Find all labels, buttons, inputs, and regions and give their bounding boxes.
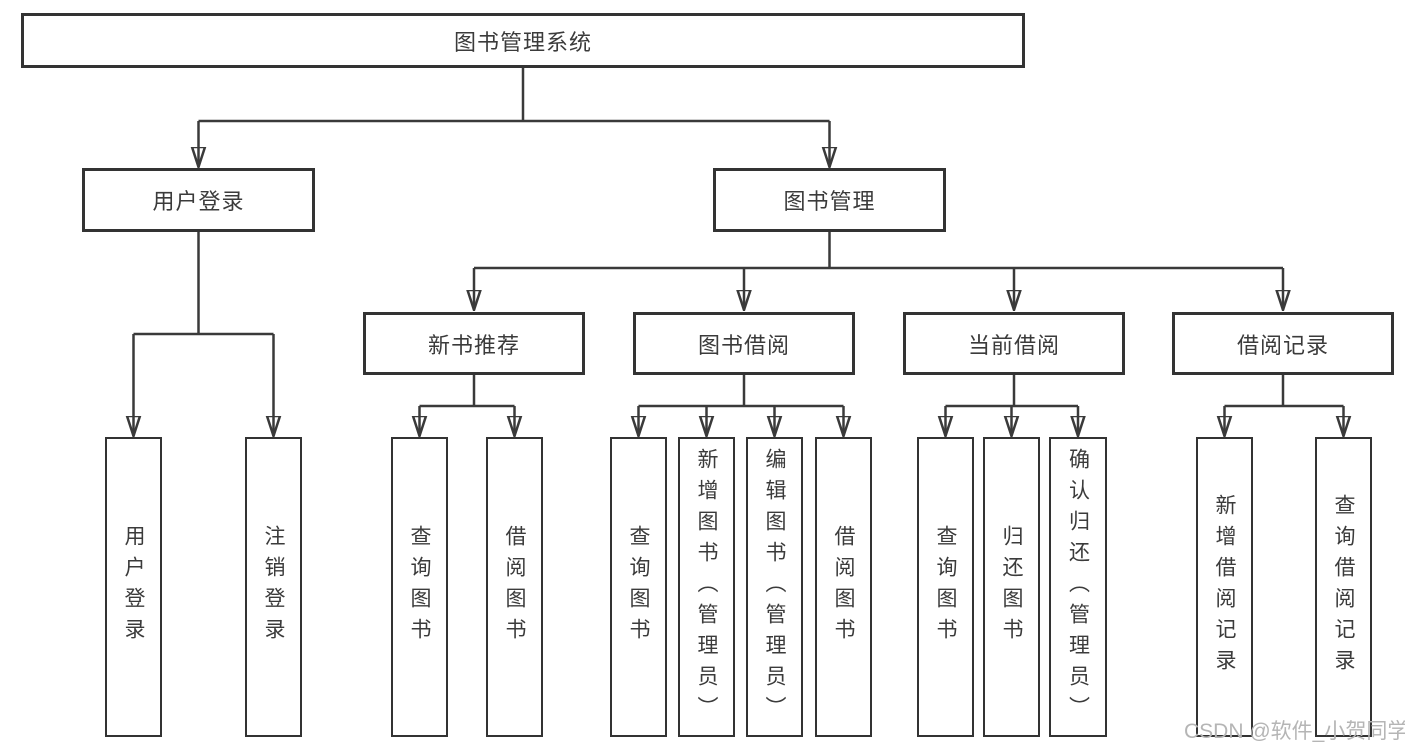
leaf-confirm-return-admin: 确认归还（管理员） — [1049, 437, 1107, 737]
leaf-user-login: 用户登录 — [105, 437, 162, 737]
node-label: 借阅记录 — [1236, 332, 1329, 358]
leaf-label: 编辑图书（管理员） — [763, 447, 786, 727]
leaf-query-borrowing-record: 查询借阅记录 — [1315, 437, 1372, 737]
node-label: 当前借阅 — [967, 332, 1060, 358]
leaf-label: 用户登录 — [122, 525, 145, 649]
node-label: 用户登录 — [152, 189, 245, 214]
leaf-label: 查询借阅记录 — [1332, 494, 1355, 680]
leaf-label: 确认归还（管理员） — [1066, 447, 1090, 727]
leaf-label: 查询图书 — [934, 525, 957, 649]
leaf-query-books-current: 查询图书 — [917, 437, 974, 737]
leaf-label: 借阅图书 — [832, 525, 855, 649]
csdn-watermark: CSDN @软件_小贺同学 — [1184, 720, 1405, 743]
leaf-edit-book-admin: 编辑图书（管理员） — [746, 437, 803, 737]
connector-book-borrowing-to-leaves — [639, 375, 844, 436]
connector-root-to-level2 — [199, 68, 830, 167]
node-current-borrowing: 当前借阅 — [903, 312, 1125, 375]
leaf-add-book-admin: 新增图书（管理员） — [678, 437, 735, 737]
connector-new-book-recommendation-to-leaves — [420, 375, 515, 436]
node-book-management: 图书管理 — [713, 168, 946, 232]
node-library-management-system: 图书管理系统 — [21, 13, 1025, 68]
leaf-add-borrowing-record: 新增借阅记录 — [1196, 437, 1253, 737]
leaf-label: 新增借阅记录 — [1213, 494, 1236, 680]
leaf-label: 新增图书（管理员） — [695, 447, 718, 727]
node-book-borrowing: 图书借阅 — [633, 312, 855, 375]
leaf-logout: 注销登录 — [245, 437, 302, 737]
leaf-borrow-books: 借阅图书 — [815, 437, 872, 737]
leaf-return-books: 归还图书 — [983, 437, 1040, 737]
node-label: 图书借阅 — [697, 332, 790, 358]
leaf-label: 借阅图书 — [503, 525, 526, 649]
leaf-label: 查询图书 — [408, 525, 431, 649]
connector-user-login-to-leaves — [134, 232, 274, 436]
leaf-query-books-recommendation: 查询图书 — [391, 437, 448, 737]
node-borrowing-records: 借阅记录 — [1172, 312, 1394, 375]
leaf-label: 归还图书 — [1000, 525, 1023, 649]
leaf-query-books-borrowing: 查询图书 — [610, 437, 667, 737]
leaf-label: 查询图书 — [627, 525, 650, 649]
connector-current-borrowing-to-leaves — [946, 375, 1079, 436]
leaf-label: 注销登录 — [262, 525, 285, 649]
leaf-borrow-books-recommendation: 借阅图书 — [486, 437, 543, 737]
node-user-login: 用户登录 — [82, 168, 315, 232]
node-label: 新书推荐 — [427, 332, 520, 358]
connector-book-management-to-level3 — [474, 232, 1283, 310]
connector-borrowing-records-to-leaves — [1225, 375, 1344, 436]
node-new-book-recommendation: 新书推荐 — [363, 312, 585, 375]
node-label: 图书管理 — [783, 189, 876, 214]
node-label: 图书管理系统 — [453, 29, 592, 55]
